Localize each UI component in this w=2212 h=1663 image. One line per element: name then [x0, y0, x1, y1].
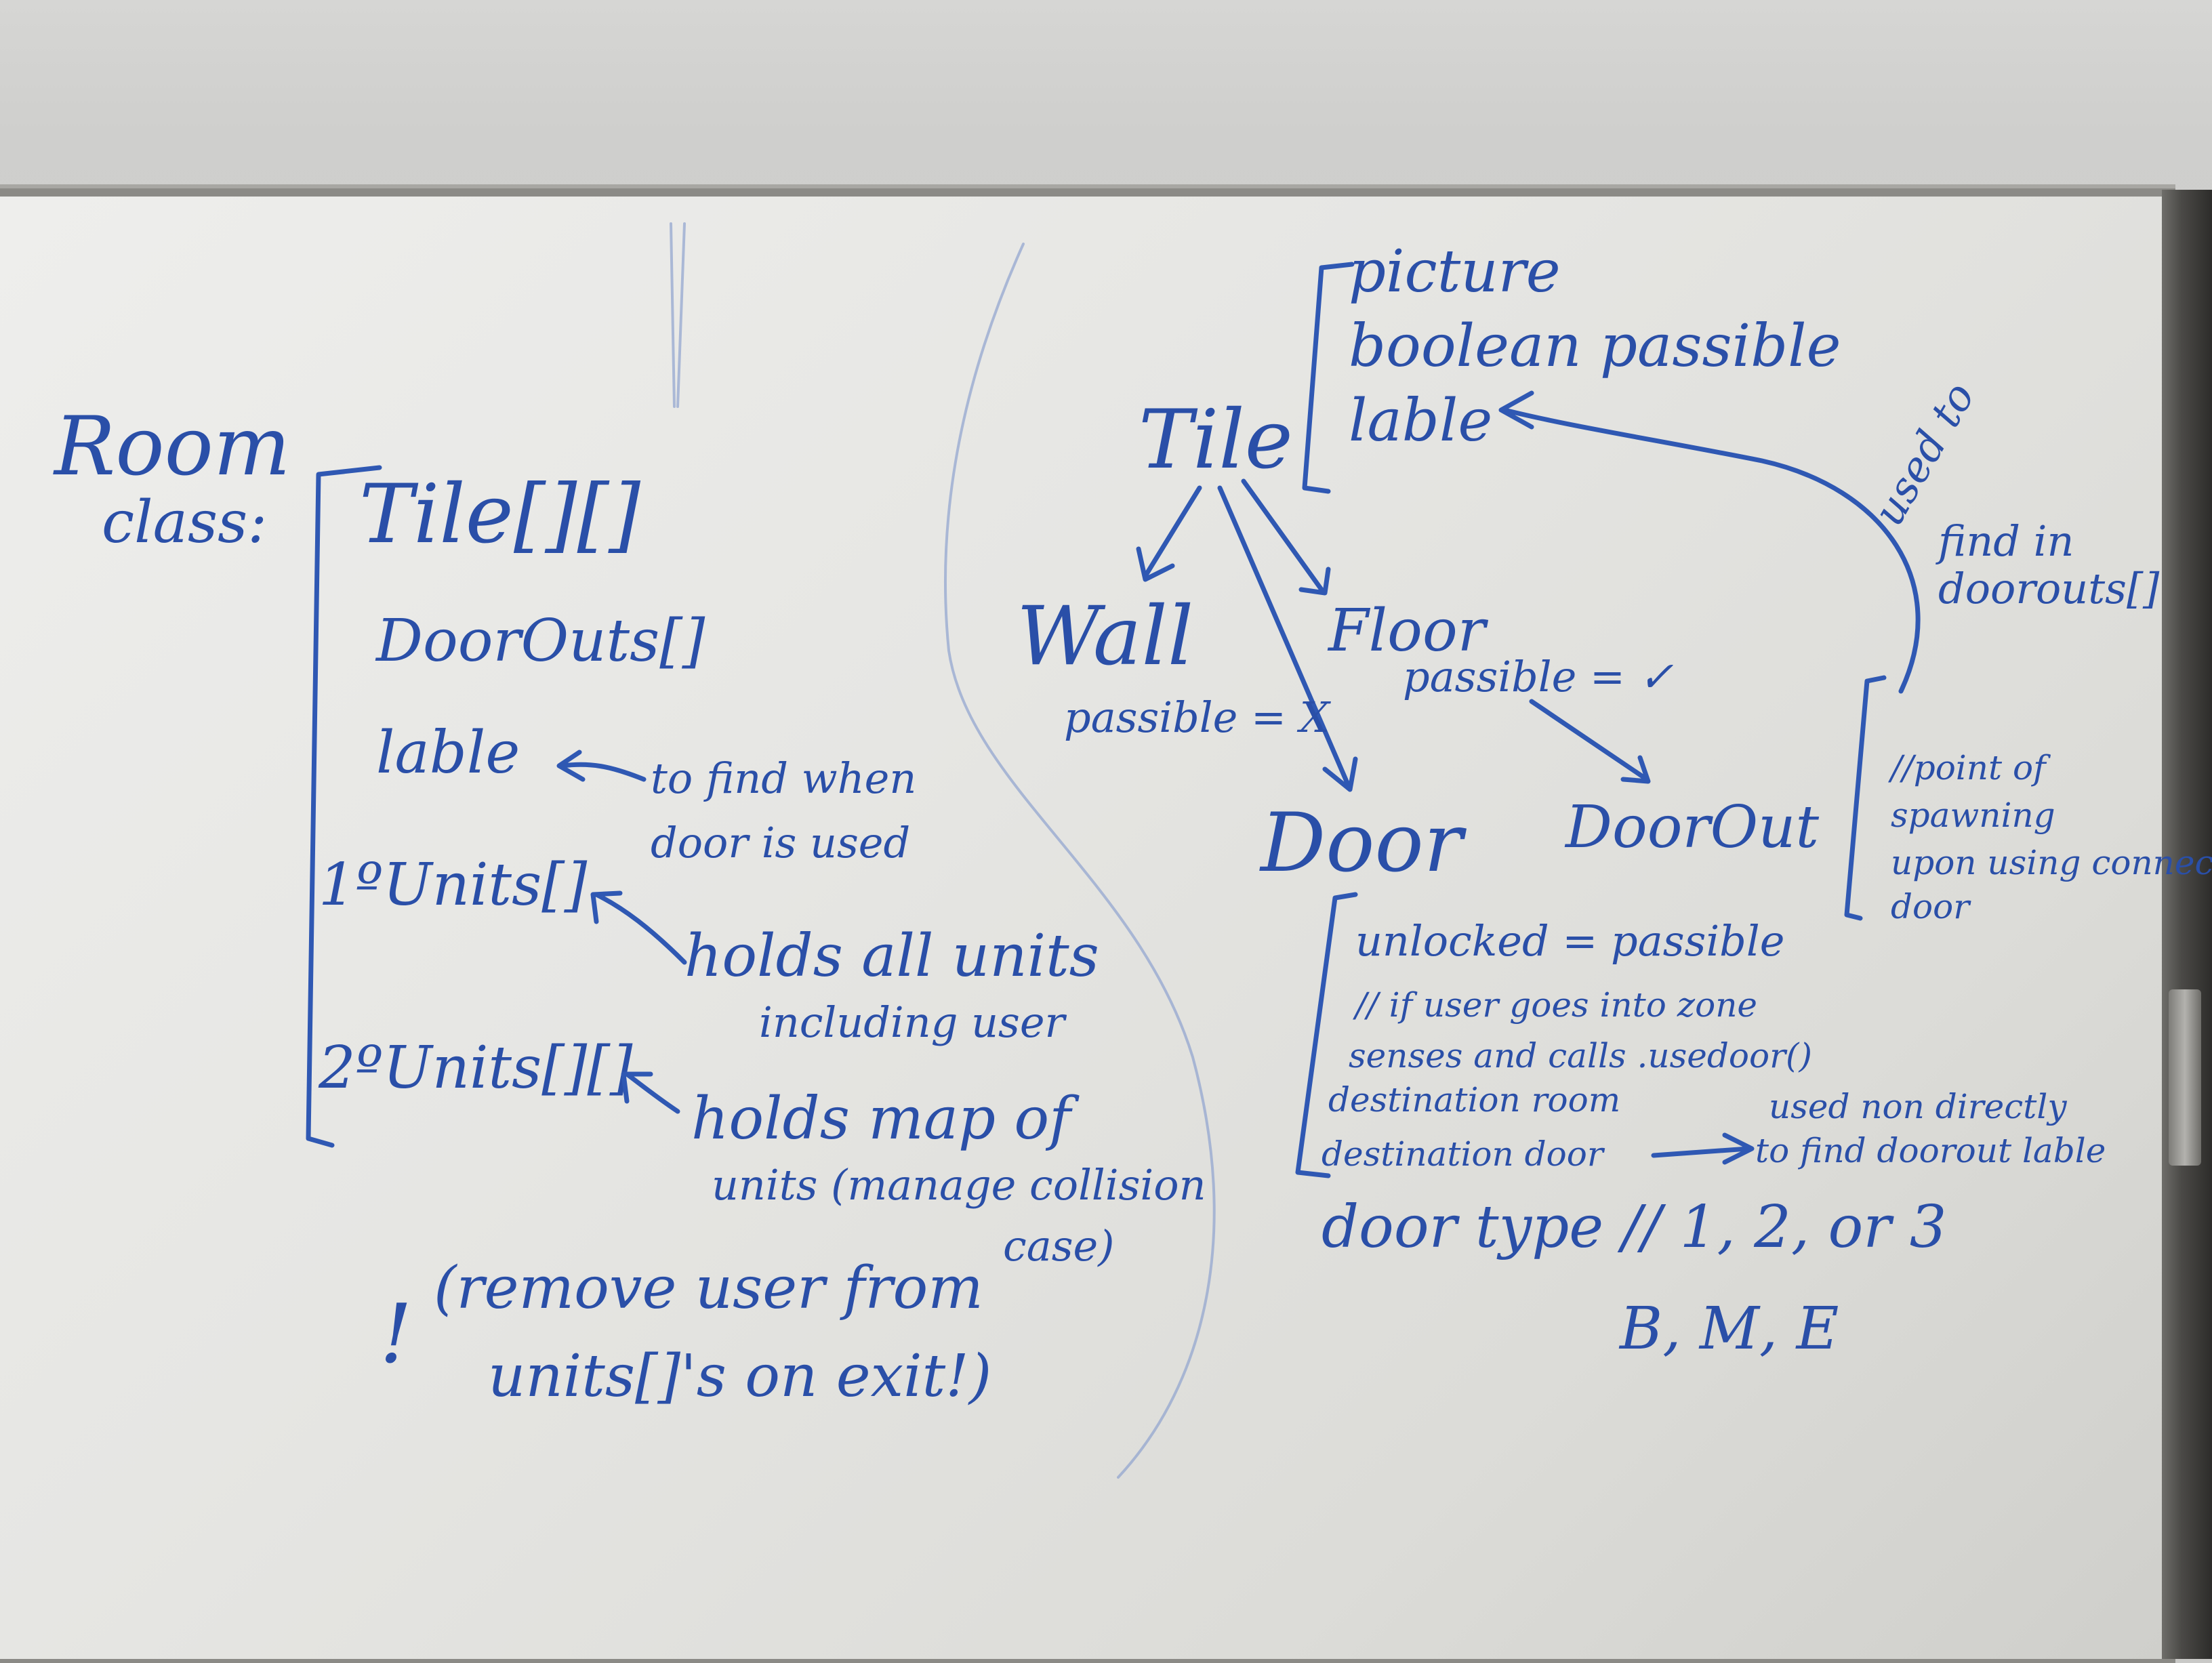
reminder-line-1: (remove user from — [434, 1254, 983, 1322]
tile-field-passible: boolean passible — [1349, 312, 1841, 380]
used-directly-line-1: used non directly — [1769, 1087, 2067, 1126]
room-fields-bracket — [306, 465, 382, 1148]
wall-label: Wall — [1017, 590, 1193, 684]
door-field-usedoor: senses and calls .usedoor() — [1349, 1036, 1812, 1075]
units2-note-line-2: units (manage collision — [712, 1160, 1206, 1210]
units2-note-line-1: holds map of — [691, 1085, 1080, 1153]
room-field-tiles: Tile[][] — [359, 468, 640, 562]
tile-to-floor-arrow — [1241, 478, 1331, 596]
used-directly-line-2: to find doorout lable — [1755, 1131, 2106, 1170]
used-to-note-line-3: doorouts[] — [1938, 564, 2160, 613]
whiteboard-hinge — [2169, 989, 2201, 1166]
units1-note-line-2: including user — [759, 998, 1067, 1047]
used-to-note-line-2: find in — [1936, 516, 2074, 566]
doorout-note-line-1: //point of — [1888, 748, 2051, 787]
lable-note-arrow — [556, 750, 647, 782]
destination-door-arrow — [1651, 1132, 1755, 1165]
tile-to-door-arrow — [1217, 485, 1358, 792]
door-fields-bracket — [1295, 892, 1358, 1178]
door-field-unlocked: unlocked = passible — [1355, 916, 1784, 966]
tile-to-wall-arrow — [1136, 485, 1202, 582]
wall-note: passible = X — [1064, 693, 1332, 742]
reminder-exclamation: ! — [380, 1288, 412, 1382]
floor-to-doorout-arrow — [1529, 699, 1651, 784]
room-field-units2: 2ºUnits[][] — [318, 1034, 633, 1102]
reminder-line-2: units[]'s on exit!) — [488, 1342, 991, 1410]
door-field-comment: // if user goes into zone — [1353, 985, 1757, 1025]
tile-field-picture: picture — [1349, 238, 1561, 306]
room-field-doorouts: DoorOuts[] — [375, 607, 705, 675]
used-to-note-line-1: used to — [1864, 374, 1984, 534]
units2-note-arrow — [621, 1071, 680, 1114]
doorout-label: DoorOut — [1564, 794, 1820, 861]
room-field-lable: lable — [376, 719, 520, 787]
room-field-units1: 1ºUnits[] — [319, 851, 588, 919]
lable-note-line-1: to find when — [651, 754, 916, 803]
floor-note: passible = ✓ — [1403, 652, 1674, 701]
faint-smudge-line — [670, 222, 686, 408]
door-field-destination-room: destination room — [1328, 1080, 1620, 1120]
units2-note-line-3: case) — [1003, 1221, 1114, 1271]
door-type-letters: B, M, E — [1618, 1295, 1839, 1363]
units1-note-arrow — [590, 890, 687, 965]
doorout-note-bracket — [1844, 675, 1887, 921]
whiteboard-surface — [0, 197, 2162, 1659]
used-to-curved-arrow — [1498, 390, 1921, 694]
floor-label: Floor — [1327, 597, 1489, 665]
doorout-note-line-4: door — [1891, 887, 1971, 926]
whiteboard-side-rail — [2162, 190, 2212, 1659]
room-heading: Room — [53, 400, 291, 494]
tile-fields-bracket — [1302, 262, 1355, 494]
erased-divider-line — [943, 243, 1216, 1479]
door-label: Door — [1259, 796, 1467, 890]
units1-note-line-1: holds all units — [684, 922, 1099, 990]
lable-note-line-2: door is used — [651, 818, 910, 867]
tile-field-lable: lable — [1349, 387, 1492, 455]
doorout-note-line-2: spawning — [1891, 796, 2055, 835]
door-field-destination-door: destination door — [1322, 1134, 1605, 1174]
doorout-note-line-3: upon using connected — [1891, 843, 2212, 882]
class-label: class: — [102, 489, 267, 556]
tile-label: Tile — [1139, 393, 1293, 487]
door-type-line: door type // 1, 2, or 3 — [1322, 1193, 1946, 1261]
